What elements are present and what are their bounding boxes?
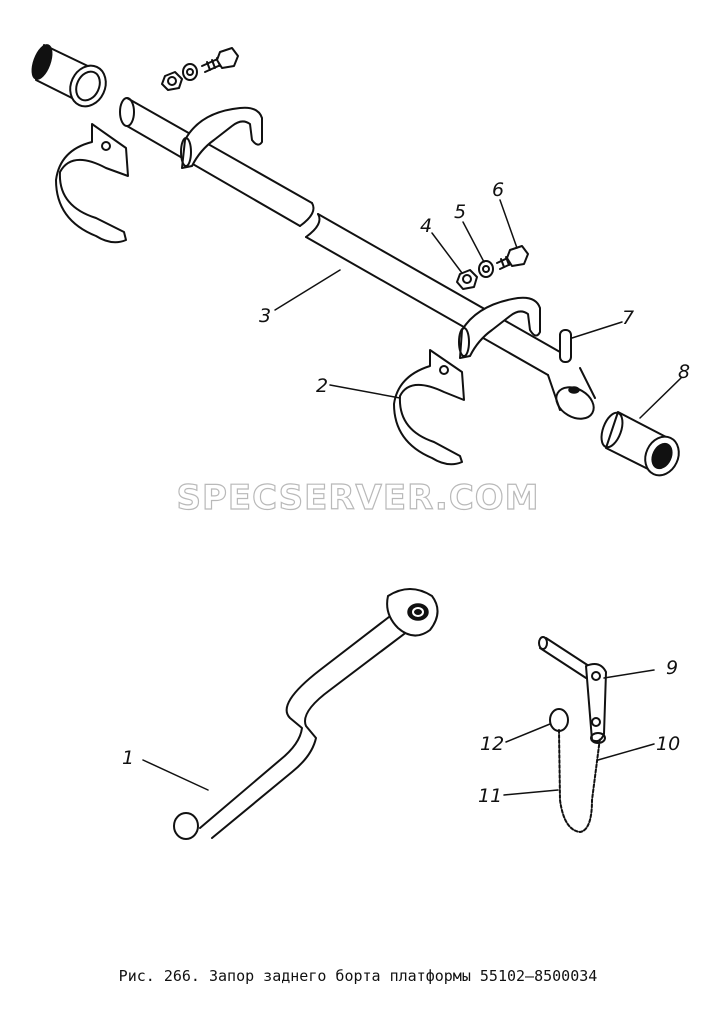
hook-bracket-lower	[458, 296, 541, 359]
fastener-set-top	[161, 47, 239, 91]
callout-4: 4	[420, 215, 432, 237]
callout-7: 7	[622, 307, 634, 329]
pin-part-9	[538, 636, 607, 743]
callout-5: 5	[454, 201, 466, 223]
bushing-part-8	[600, 411, 680, 477]
clamp-upper-left	[55, 123, 129, 244]
shaft-part-3	[119, 97, 596, 420]
callout-8: 8	[678, 361, 690, 383]
bushing-top-left	[31, 44, 107, 108]
callout-10: 10	[656, 733, 680, 755]
handle-part-1	[173, 588, 439, 840]
callout-1: 1	[122, 747, 134, 769]
callout-6: 6	[492, 179, 504, 201]
pin-part-7	[559, 329, 572, 363]
figure-caption: Рис. 266. Запор заднего борта платформы …	[118, 967, 598, 985]
clamp-part-2	[393, 349, 465, 466]
chain-assembly	[549, 708, 606, 833]
callout-2: 2	[316, 375, 328, 397]
watermark-text: SPECSERVER.COM	[176, 477, 540, 518]
callout-11: 11	[478, 785, 502, 807]
fastener-set-middle	[456, 245, 529, 290]
callout-12: 12	[480, 733, 504, 755]
hook-bracket-upper	[180, 106, 263, 169]
callout-3: 3	[259, 305, 271, 327]
callout-9: 9	[666, 657, 678, 679]
leader-lines	[142, 199, 682, 796]
